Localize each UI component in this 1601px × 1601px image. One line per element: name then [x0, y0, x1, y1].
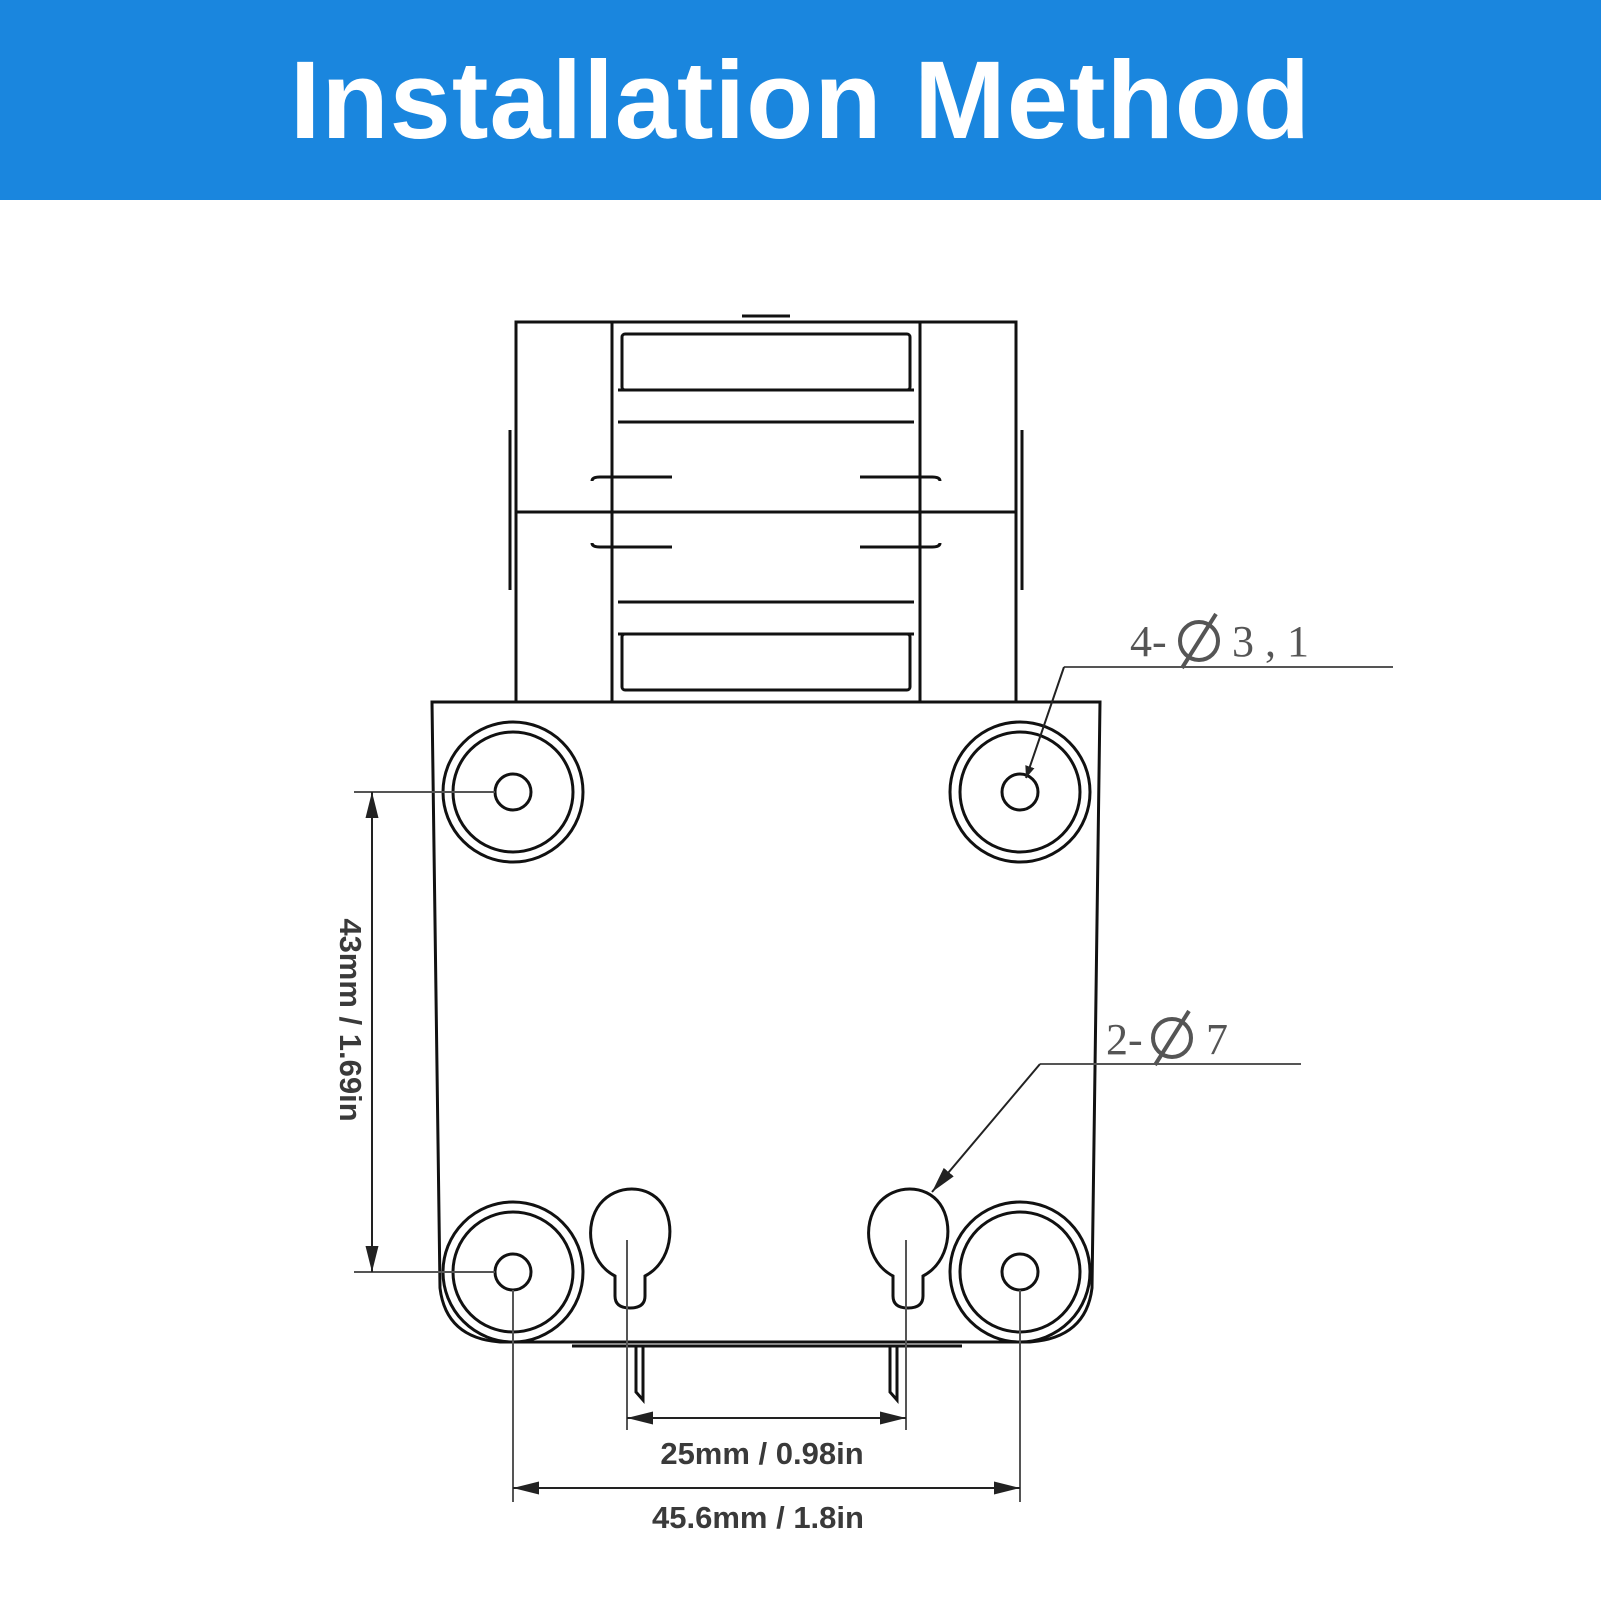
outer-width-label: 45.6mm / 1.8in — [652, 1500, 864, 1535]
terminal-pins — [634, 1346, 899, 1404]
mount-hole-diameter: 3 , 1 — [1232, 617, 1309, 666]
page-title: Installation Method — [289, 38, 1312, 162]
inner-width-dimension: 25mm / 0.98in — [626, 1240, 907, 1471]
keyhole-callout: 2- 7 — [931, 1009, 1301, 1193]
mount-hole-count: 4- — [1130, 617, 1167, 666]
keyhole-diameter: 7 — [1206, 1015, 1228, 1064]
vertical-dimension: 43mm / 1.69in — [333, 791, 495, 1273]
inner-width-label: 25mm / 0.98in — [660, 1436, 863, 1471]
base-plate — [430, 700, 1102, 1348]
title-banner: Installation Method — [0, 0, 1601, 200]
keyhole-slot-left — [589, 1187, 672, 1310]
diameter-symbol-icon — [1178, 612, 1220, 670]
diameter-symbol-icon — [1151, 1009, 1193, 1067]
vertical-dimension-label: 43mm / 1.69in — [333, 918, 368, 1121]
outer-width-dimension: 45.6mm / 1.8in — [512, 1290, 1021, 1535]
mounting-hole-top-right — [948, 720, 1092, 864]
pump-head — [508, 314, 1024, 704]
keyhole-count: 2- — [1106, 1015, 1143, 1064]
mount-hole-callout: 4- 3 , 1 — [1025, 612, 1393, 779]
